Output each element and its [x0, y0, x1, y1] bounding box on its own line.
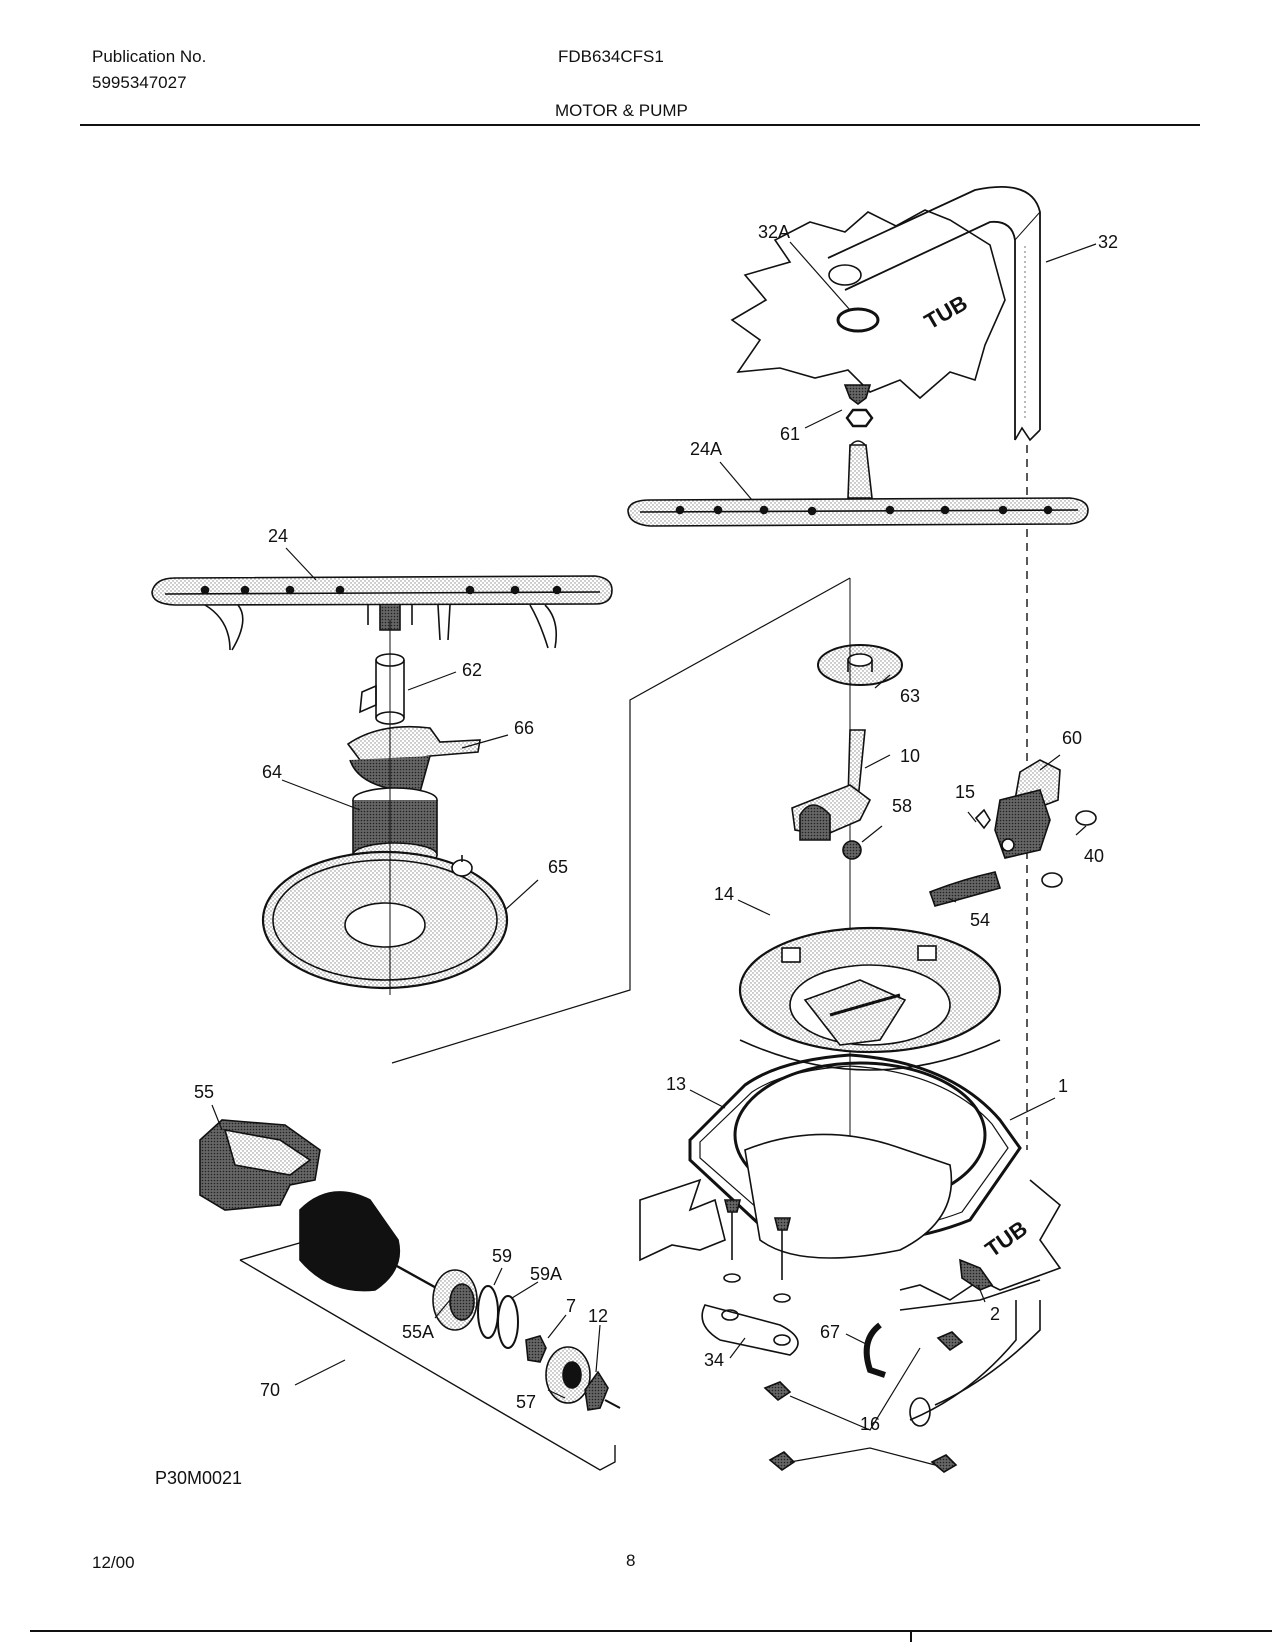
part-65-filter-screen: [261, 850, 509, 990]
callout-13: 13: [666, 1074, 686, 1094]
callout-24: 24: [268, 526, 288, 546]
callout-55a: 55A: [402, 1322, 434, 1342]
upper-tub-section: [730, 209, 1006, 400]
publication-label: Publication No.: [92, 47, 207, 66]
callout-65: 65: [548, 857, 568, 877]
tub-label-lower: TUB: [981, 1216, 1032, 1262]
callout-70: 70: [260, 1380, 280, 1400]
part-24a-upper-spray-arm: [627, 440, 1089, 527]
part-12-chopper: [584, 1370, 621, 1411]
callout-57: 57: [516, 1392, 536, 1412]
part-54-hose: [928, 871, 1002, 907]
publication-number: 5995347027: [92, 73, 187, 92]
callout-62: 62: [462, 660, 482, 680]
section-title: MOTOR & PUMP: [555, 101, 688, 120]
callout-16: 16: [860, 1414, 880, 1434]
part-32a-ring: [836, 307, 880, 333]
part-55a-seal: [432, 1269, 478, 1331]
callout-1: 1: [1058, 1076, 1068, 1096]
part-2-bracket: [959, 1258, 994, 1291]
part-63-hub: [817, 644, 903, 686]
mounting-screws: [723, 1199, 792, 1303]
part-67-hose: [863, 1322, 886, 1378]
callout-24a: 24A: [690, 439, 722, 459]
callout-32a: 32A: [758, 222, 790, 242]
model-number: FDB634CFS1: [558, 47, 664, 66]
figure-code: P30M0021: [155, 1468, 242, 1488]
part-7-nut: [525, 1335, 547, 1363]
part-16-grommets: [763, 1331, 964, 1473]
revision-date: 12/00: [92, 1553, 135, 1572]
callout-2: 2: [990, 1304, 1000, 1324]
tub-label-upper: TUB: [920, 290, 972, 334]
part-14-pump-housing: [738, 926, 1002, 1071]
callout-59: 59: [492, 1246, 512, 1266]
part-66-blade: [346, 725, 481, 793]
part-59-o-ring: [477, 1285, 499, 1339]
part-62-tube: [359, 653, 405, 725]
callout-54: 54: [970, 910, 990, 930]
part-61-cap: [843, 384, 874, 428]
callout-32: 32: [1098, 232, 1118, 252]
callout-67: 67: [820, 1322, 840, 1342]
part-57-impeller: [545, 1346, 591, 1404]
lower-tub-section: [639, 1133, 1062, 1427]
footer-rule: [30, 1630, 1272, 1632]
callout-59a: 59A: [530, 1264, 562, 1284]
footer-tick: [910, 1630, 912, 1642]
callout-7: 7: [566, 1296, 576, 1316]
part-10-manifold: [791, 729, 872, 841]
part-15-screw: [974, 808, 991, 830]
part-34-plate: [701, 1304, 799, 1356]
callout-34: 34: [704, 1350, 724, 1370]
callout-63: 63: [900, 686, 920, 706]
callout-60: 60: [1062, 728, 1082, 748]
callout-40: 40: [1084, 846, 1104, 866]
part-59a-o-ring: [497, 1295, 519, 1349]
callout-64: 64: [262, 762, 282, 782]
page-number: 8: [626, 1551, 636, 1570]
callout-55: 55: [194, 1082, 214, 1102]
part-60-inlet-valve: [994, 759, 1061, 859]
water-supply-pipe: [827, 186, 1041, 442]
part-24-lower-spray-arm: [151, 575, 613, 651]
part-58-ball: [842, 840, 862, 860]
header-rule: [80, 124, 1200, 126]
callout-12: 12: [588, 1306, 608, 1326]
callout-14: 14: [714, 884, 734, 904]
callout-10: 10: [900, 746, 920, 766]
callout-66: 66: [514, 718, 534, 738]
part-70-motor: [239, 1191, 616, 1471]
part-55-motor-cover: [199, 1119, 321, 1211]
callout-58: 58: [892, 796, 912, 816]
callout-15: 15: [955, 782, 975, 802]
callout-61: 61: [780, 424, 800, 444]
part-40-clip: [1075, 810, 1097, 826]
